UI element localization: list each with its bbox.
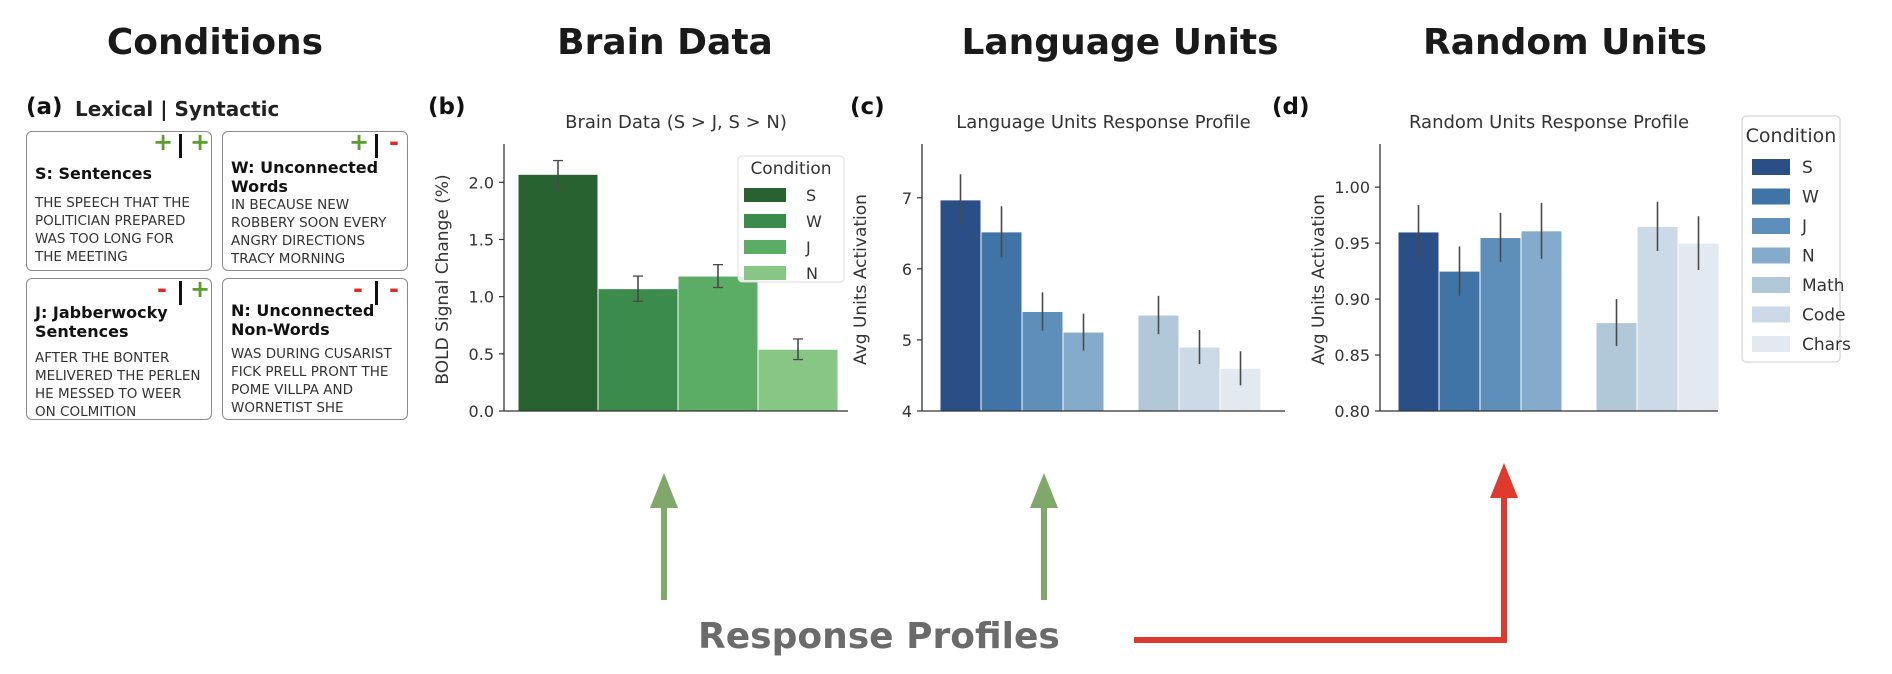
language-units-column-title: Language Units [961, 22, 1279, 63]
green-arrow-head [650, 473, 678, 508]
legend-swatch-N [1752, 247, 1790, 264]
y-tick-label: 1.00 [1334, 178, 1370, 197]
y-tick-label: 7 [902, 189, 912, 208]
green-arrow-head [1030, 473, 1058, 508]
y-tick-label: 0.5 [469, 345, 494, 364]
brain-data-column-title: Brain Data [557, 22, 773, 63]
syntactic-sign: - [389, 128, 399, 156]
y-tick-label: 1.0 [469, 288, 494, 307]
lexical-sign: + [153, 128, 174, 156]
legend-label-Math: Math [1802, 276, 1845, 296]
legend-label: J [805, 238, 811, 257]
condition-example-text: IN BECAUSE NEW ROBBERY SOON EVERY ANGRY … [231, 197, 387, 267]
legend-swatch-Chars [1752, 336, 1790, 352]
legend-swatch [744, 214, 786, 228]
bar-S [939, 199, 982, 412]
syntactic-sign: + [190, 275, 211, 303]
legend-swatch-S [1752, 159, 1790, 175]
condition-title: J: Jabberwocky Sentences [35, 303, 168, 341]
y-tick-label: 0.0 [469, 402, 494, 421]
chart-title: Random Units Response Profile [1409, 112, 1689, 133]
y-axis-label: BOLD Signal Change (%) [433, 174, 453, 384]
lexical-sign: + [349, 128, 370, 156]
legend-label-S: S [1802, 158, 1813, 178]
bar-Chars [1677, 242, 1720, 412]
condition-title: N: Unconnected Non-Words [231, 301, 375, 339]
bar-J [1479, 237, 1522, 412]
legend-label-Code: Code [1802, 306, 1846, 326]
panel-letter-a: (a) [26, 94, 63, 120]
chart-title: Language Units Response Profile [956, 112, 1250, 133]
condition-example-text: THE SPEECH THAT THE POLITICIAN PREPARED … [35, 195, 190, 265]
condition-example-text: WAS DURING CUSARIST FICK PRELL PRONT THE… [231, 346, 392, 416]
bar-J [677, 275, 759, 412]
condition-card-j: - + J: Jabberwocky Sentences AFTER THE B… [26, 275, 212, 420]
bar-S [1397, 231, 1440, 412]
y-tick-label: 5 [902, 331, 912, 350]
conditions-column-title: Conditions [106, 22, 324, 63]
y-tick-label: 0.95 [1334, 234, 1370, 253]
legend-label: S [806, 186, 816, 205]
y-tick-label: 0.80 [1334, 402, 1370, 421]
lexical-sign: - [353, 275, 363, 303]
response-profiles-label: Response Profiles [698, 616, 1060, 657]
y-axis-label: Avg Units Activation [851, 194, 871, 365]
syntactic-sign: + [190, 128, 211, 156]
syntactic-sign: - [389, 275, 399, 303]
legend-label: N [806, 264, 818, 283]
bar-Code [1636, 225, 1679, 412]
y-axis-label: Avg Units Activation [1309, 194, 1329, 365]
sign-divider [375, 281, 378, 305]
y-tick-label: 2.0 [469, 173, 494, 192]
condition-title: W: Unconnected Words [231, 158, 379, 196]
legend-swatch-W [1752, 188, 1790, 205]
red-arrow-shaft [1134, 490, 1507, 643]
legend-title: Condition [1746, 125, 1837, 147]
condition-card-n: - - N: Unconnected Non-Words WAS DURING … [222, 275, 408, 420]
legend-swatch-J [1752, 218, 1790, 234]
legend-label: W [806, 212, 822, 231]
sign-divider [179, 134, 182, 158]
panel-letter-c: (c) [850, 94, 885, 120]
bar-W [980, 231, 1023, 412]
y-tick-label: 0.85 [1334, 346, 1370, 365]
panel-letter-d: (d) [1272, 94, 1310, 120]
lexical-sign: - [157, 275, 167, 303]
condition-example-text: AFTER THE BONTER MELIVERED THE PERLEN HE… [35, 350, 201, 420]
condition-card-w: + - W: Unconnected Words IN BECAUSE NEW … [222, 128, 408, 271]
legend-swatch [744, 188, 786, 202]
language-units-chart: 4 5 6 7 Avg Units Activation Language Units R… [851, 112, 1285, 421]
legend-frame [1741, 115, 1841, 363]
legend-label-J: J [1801, 217, 1807, 237]
response-profile-arrows [650, 463, 1518, 643]
panel-letter-b: (b) [428, 94, 466, 120]
sign-divider [375, 134, 378, 158]
condition-card-s: + + S: Sentences THE SPEECH THAT THE POL… [26, 128, 212, 271]
brain-data-chart: 0.0 0.5 1.0 1.5 2.0 BOLD Signal Change (%) Bra… [433, 112, 848, 421]
y-tick-label: 6 [902, 260, 912, 279]
bar-S [517, 173, 599, 412]
legend-label-N: N [1802, 247, 1815, 267]
bar-W [597, 288, 679, 412]
legend-label-W: W [1802, 188, 1819, 208]
y-tick-label: 4 [902, 402, 912, 421]
chart-title: Brain Data (S > J, S > N) [565, 112, 787, 133]
legend-swatch-Code [1752, 306, 1790, 323]
sign-divider [179, 281, 182, 305]
legend-swatch [744, 240, 786, 254]
y-tick-label: 1.5 [469, 230, 494, 249]
condition-title: S: Sentences [35, 164, 153, 183]
legend-swatch [744, 266, 786, 280]
y-tick-label: 0.90 [1334, 290, 1370, 309]
legend-title: Condition [750, 159, 831, 179]
legend-swatch-Math [1752, 277, 1790, 293]
lexical-syntactic-header: Lexical | Syntactic [75, 97, 280, 121]
red-arrow-head [1490, 463, 1518, 498]
random-units-column-title: Random Units [1422, 22, 1708, 63]
legend-label-Chars: Chars [1802, 335, 1851, 355]
